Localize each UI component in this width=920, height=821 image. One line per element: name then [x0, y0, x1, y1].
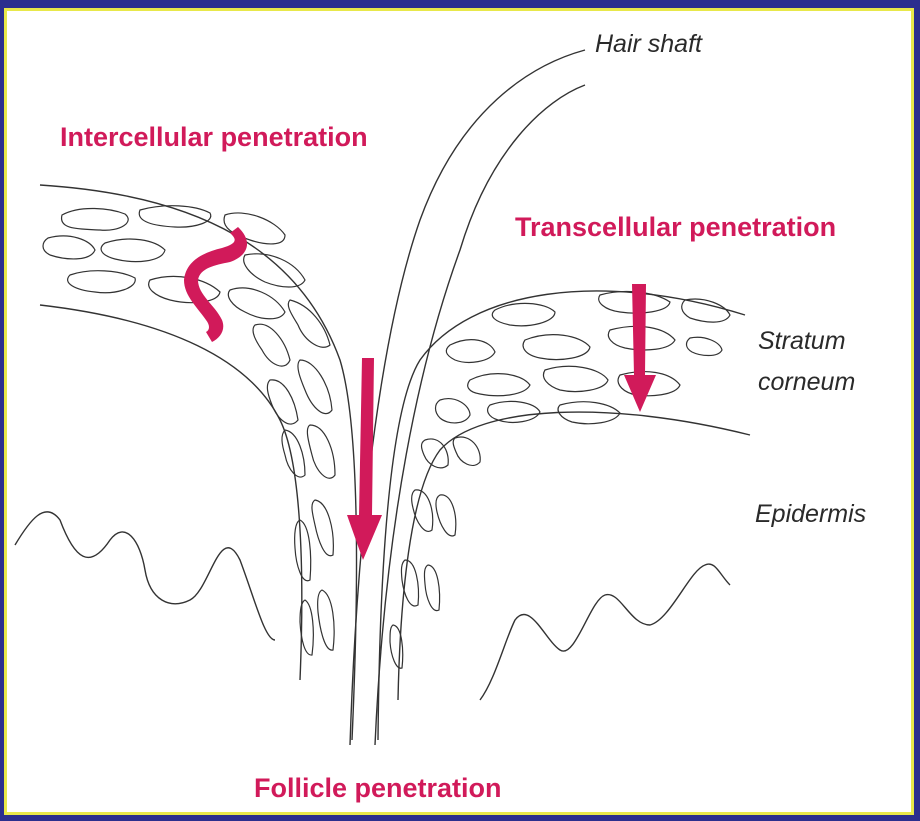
transcellular-label: Transcellular penetration: [515, 212, 836, 243]
hair-shaft-left: [350, 50, 585, 745]
intercellular-label: Intercellular penetration: [60, 122, 368, 153]
right-band-inner: [398, 412, 750, 700]
hair-shaft-right: [375, 85, 585, 745]
intercellular-path-arrow: [184, 227, 247, 342]
follicle-arrow: [347, 358, 382, 560]
stratum-label-line1: Stratum: [758, 327, 846, 356]
right-epidermis-line: [480, 564, 730, 700]
follicle-label: Follicle penetration: [254, 773, 502, 804]
epidermis-label: Epidermis: [755, 500, 866, 529]
right-cells: [390, 291, 730, 668]
stratum-label-line2: corneum: [758, 368, 855, 397]
penetration-arrows: [184, 227, 656, 560]
hair-shaft-label: Hair shaft: [595, 30, 702, 59]
left-epidermis-line: [15, 512, 275, 640]
